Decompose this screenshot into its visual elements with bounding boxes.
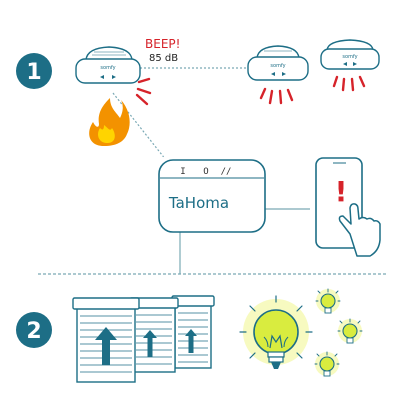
smoke-detector-icon: somfy <box>320 39 380 70</box>
smoke-detector-icon: somfy <box>75 46 141 84</box>
connector-lines <box>38 67 388 275</box>
brand-label: somfy <box>100 65 115 71</box>
step-2-badge: 2 <box>16 312 52 348</box>
sound-waves-icon <box>135 77 152 106</box>
beep-label: BEEP! <box>145 37 180 51</box>
step-1-badge: 1 <box>16 53 52 89</box>
lightbulb-icon <box>314 351 340 377</box>
brand-label-2: somfy <box>270 63 285 69</box>
step-1-number: 1 <box>26 60 41 85</box>
hub-mark-mid: O <box>203 167 208 177</box>
hand-icon <box>338 203 381 257</box>
brand-label-3: somfy <box>342 54 357 60</box>
lightbulb-icon <box>337 318 363 344</box>
shutter-icon <box>72 297 140 383</box>
sound-waves-icon <box>259 87 294 105</box>
decibel-label: 85 dB <box>149 53 178 64</box>
step-2-number: 2 <box>26 319 41 344</box>
hub-icon: I O // TaHoma <box>158 156 266 233</box>
smoke-detector-icon: somfy <box>247 45 309 81</box>
lightbulb-icon <box>239 295 313 369</box>
flame-icon <box>89 98 130 146</box>
sound-waves-icon <box>332 75 366 92</box>
hub-mark-right: // <box>221 167 232 177</box>
lightbulb-icon <box>315 288 341 314</box>
shutter-icon <box>129 297 179 373</box>
phone-alert-glyph: ! <box>335 175 348 208</box>
hub-label: TaHoma <box>168 194 229 212</box>
hub-mark-left: I <box>180 167 185 177</box>
shutter-icon <box>171 295 215 369</box>
